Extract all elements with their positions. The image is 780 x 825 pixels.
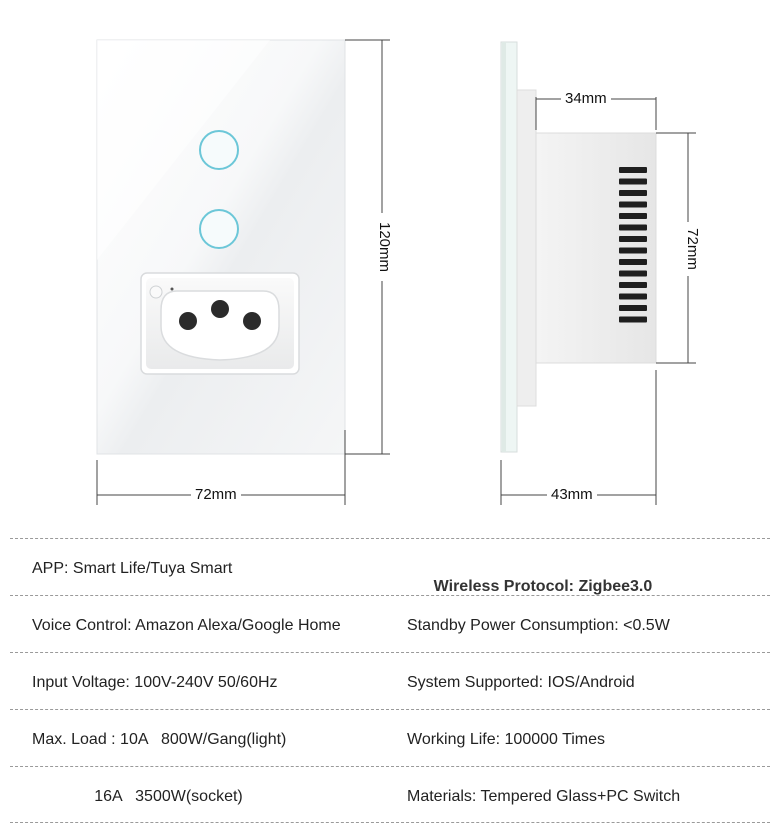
side-depth-label: 34mm — [561, 90, 611, 108]
spec-row-1: APP: Smart Life/Tuya Smart Wireless Prot… — [0, 538, 780, 595]
socket-module — [140, 272, 300, 375]
spec-row-3: Input Voltage: 100V-240V 50/60Hz System … — [0, 652, 780, 709]
spec-materials: Materials: Tempered Glass+PC Switch — [407, 788, 681, 805]
spec-row-4: Max. Load : 10A 800W/Gang(light) Working… — [0, 709, 780, 766]
spec-input-voltage: Input Voltage: 100V-240V 50/60Hz — [32, 674, 278, 691]
spec-max-load-socket: 16A 3500W(socket) — [32, 788, 243, 805]
indicator-light-icon — [149, 285, 163, 299]
vent-slot — [619, 316, 647, 323]
vent-slot — [619, 293, 647, 300]
vent-slot — [619, 178, 647, 185]
touch-button-1-icon — [199, 130, 239, 170]
spec-standby-power: Standby Power Consumption: <0.5W — [407, 617, 670, 634]
vent-slot — [619, 167, 647, 173]
vent-slot — [619, 201, 647, 208]
vent-slot — [619, 282, 647, 288]
front-height-label: 120mm — [375, 213, 393, 281]
side-width-label: 43mm — [547, 486, 597, 504]
vent-slot — [619, 247, 647, 254]
touch-button-2-icon — [199, 209, 239, 249]
spec-system-supported: System Supported: IOS/Android — [407, 674, 635, 691]
vent-slot — [619, 190, 647, 196]
spec-row-5: 16A 3500W(socket) Materials: Tempered Gl… — [0, 766, 780, 823]
vent-slot — [619, 236, 647, 242]
vent-slot — [619, 259, 647, 265]
front-width-label: 72mm — [191, 486, 241, 504]
product-figure: 72mm 120mm 34mm 72mm 43mm — [96, 39, 701, 505]
spec-working-life: Working Life: 100000 Times — [407, 731, 606, 748]
vent-slot — [619, 224, 647, 231]
vent-slot — [619, 213, 647, 219]
side-height-label: 72mm — [683, 222, 701, 276]
spec-wireless-protocol: Wireless Protocol: Zigbee3.0 — [407, 557, 653, 617]
vent-slot — [619, 270, 647, 277]
spec-row-2: Voice Control: Amazon Alexa/Google Home … — [0, 595, 780, 652]
spec-wireless-protocol-value: Zigbee3.0 — [578, 578, 653, 595]
vent-slots — [619, 167, 647, 323]
front-view — [96, 39, 390, 505]
spec-app: APP: Smart Life/Tuya Smart — [32, 560, 233, 577]
product-illustration — [96, 39, 696, 505]
side-view — [500, 41, 696, 505]
spec-voice-control: Voice Control: Amazon Alexa/Google Home — [32, 617, 341, 634]
socket-hole-left-icon — [179, 312, 197, 330]
spec-wireless-protocol-label: Wireless Protocol: — [433, 578, 579, 595]
spec-max-load-light: Max. Load : 10A 800W/Gang(light) — [32, 731, 287, 748]
vent-slot — [619, 305, 647, 311]
socket-hole-right-icon — [243, 312, 261, 330]
socket-face-icon — [160, 290, 280, 361]
socket-hole-center-icon — [211, 300, 229, 318]
